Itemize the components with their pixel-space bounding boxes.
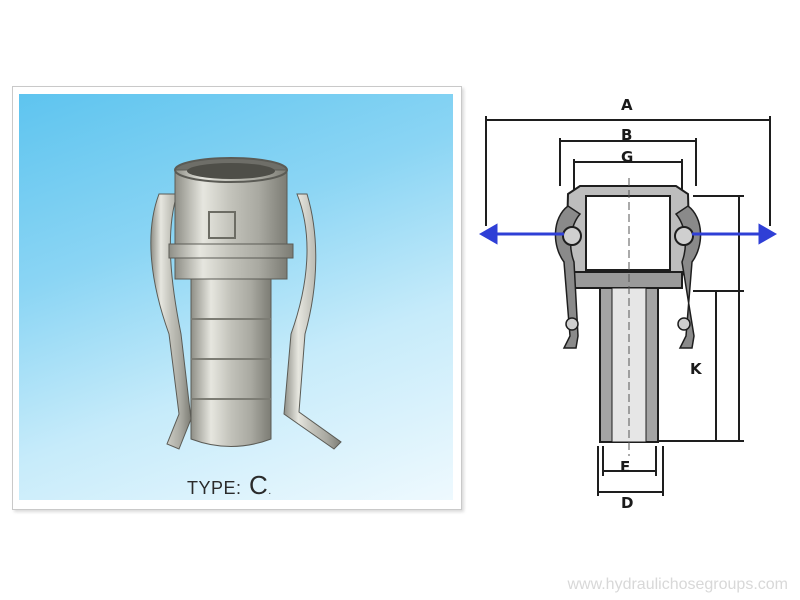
dimension-diagram: A B G K E D <box>468 86 788 521</box>
type-label: TYPE: C. <box>187 470 272 501</box>
dimension-label-b: B <box>621 126 633 144</box>
blue-width-arrows <box>478 223 778 245</box>
coupler-body <box>168 157 294 280</box>
dimension-lines <box>485 116 771 496</box>
dimension-label-e: E <box>620 458 631 476</box>
product-photo <box>19 94 453 500</box>
lever-left <box>150 193 192 450</box>
coupling-illustration <box>150 157 342 450</box>
dimension-label-k: K <box>690 360 702 378</box>
type-letter: C <box>249 470 269 500</box>
watermark: www.hydraulichosegroups.com <box>567 576 788 593</box>
dimension-label-a: A <box>621 96 633 114</box>
type-suffix: . <box>268 486 272 497</box>
coupling-cross-section <box>478 116 778 496</box>
coupler-cross-section <box>554 178 702 456</box>
dimension-label-g: G <box>621 148 634 166</box>
dimension-label-d: D <box>621 494 634 512</box>
type-prefix: TYPE: <box>187 478 242 498</box>
hose-shank <box>190 278 272 447</box>
lever-right <box>283 193 342 450</box>
